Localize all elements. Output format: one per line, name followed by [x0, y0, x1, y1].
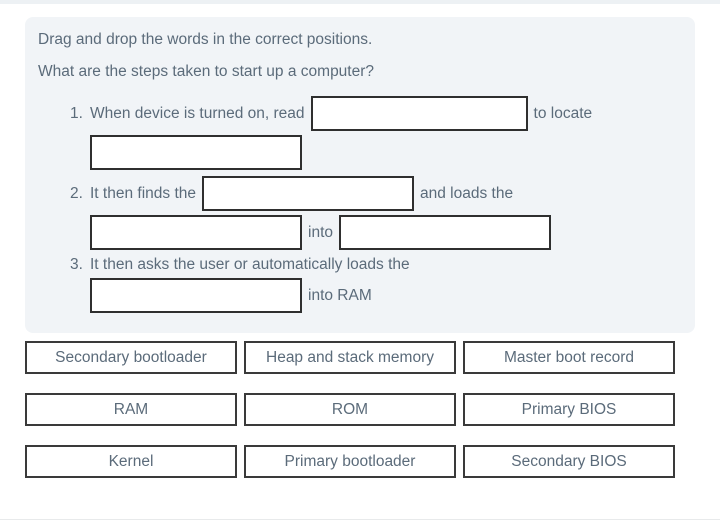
- word-chip-rom[interactable]: ROM: [244, 393, 456, 426]
- instruction-text: Drag and drop the words in the correct p…: [38, 31, 373, 48]
- word-chip-secondary-bios[interactable]: Secondary BIOS: [463, 445, 675, 478]
- question-text: What are the steps taken to start up a c…: [38, 63, 375, 80]
- word-chip-primary-bios[interactable]: Primary BIOS: [463, 393, 675, 426]
- step-3-number: 3.: [70, 256, 83, 273]
- step-1-text-before: When device is turned on, read: [90, 104, 305, 122]
- drop-blank-step3-a[interactable]: [90, 278, 302, 313]
- step-2-text-mid: into: [308, 223, 333, 241]
- drop-blank-step2-a[interactable]: [202, 176, 414, 211]
- question-panel: Drag and drop the words in the correct p…: [25, 17, 695, 333]
- steps-list: 1. When device is turned on, read to loc…: [70, 94, 681, 315]
- step-3-text-after: into RAM: [308, 286, 372, 304]
- step-1-text-after: to locate: [533, 104, 593, 122]
- step-2-text-before: It then finds the: [90, 184, 196, 202]
- word-chip-kernel[interactable]: Kernel: [25, 445, 237, 478]
- step-2-text-after: and loads the: [420, 184, 514, 202]
- word-chip-ram[interactable]: RAM: [25, 393, 237, 426]
- word-chip-primary-bootloader[interactable]: Primary bootloader: [244, 445, 456, 478]
- word-chip-master-boot-record[interactable]: Master boot record: [463, 341, 675, 374]
- step-3: 3. It then asks the user or automaticall…: [70, 254, 681, 315]
- drop-blank-step1-a[interactable]: [310, 96, 528, 131]
- step-3-text-line1: It then asks the user or automatically l…: [90, 256, 410, 273]
- top-strip: [0, 0, 720, 4]
- word-bank: Secondary bootloader Heap and stack memo…: [25, 341, 675, 478]
- bottom-divider: [0, 519, 720, 520]
- drop-blank-step1-b[interactable]: [90, 135, 302, 170]
- drop-blank-step2-c[interactable]: [339, 215, 551, 250]
- step-1: 1. When device is turned on, read to loc…: [70, 94, 681, 172]
- word-chip-heap-and-stack-memory[interactable]: Heap and stack memory: [244, 341, 456, 374]
- step-2-number: 2.: [70, 185, 83, 202]
- step-2: 2. It then finds the and loads the into: [70, 174, 681, 252]
- step-1-number: 1.: [70, 105, 83, 122]
- drop-blank-step2-b[interactable]: [90, 215, 302, 250]
- word-chip-secondary-bootloader[interactable]: Secondary bootloader: [25, 341, 237, 374]
